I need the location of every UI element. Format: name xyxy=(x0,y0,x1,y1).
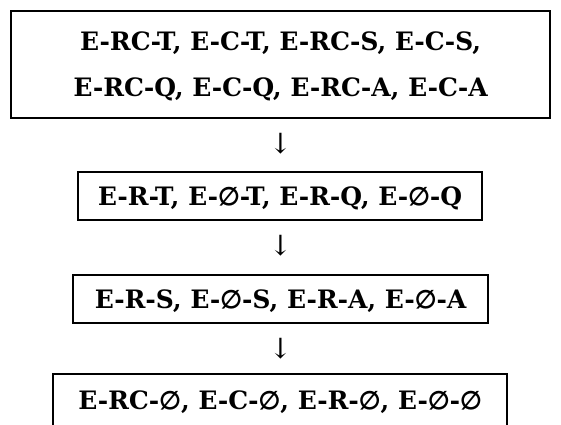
stage-1-line-2: E-RC-Q, E-C-Q, E-RC-A, E-C-A xyxy=(73,72,488,102)
down-arrow-icon: ↓ xyxy=(268,229,293,262)
stage-3-line-1: E-R-S, E-∅-S, E-R-A, E-∅-A xyxy=(94,284,467,314)
stage-box-2: E-R-T, E-∅-T, E-R-Q, E-∅-Q xyxy=(77,171,483,221)
stage-2-line-1: E-R-T, E-∅-T, E-R-Q, E-∅-Q xyxy=(97,181,463,211)
stage-box-3: E-R-S, E-∅-S, E-R-A, E-∅-A xyxy=(72,274,489,324)
stage-box-4: E-RC-∅, E-C-∅, E-R-∅, E-∅-∅ xyxy=(52,373,508,425)
stage-box-1: E-RC-T, E-C-T, E-RC-S, E-C-S, E-RC-Q, E-… xyxy=(10,10,551,119)
stage-1-line-1: E-RC-T, E-C-T, E-RC-S, E-C-S, xyxy=(80,26,481,56)
down-arrow-icon: ↓ xyxy=(268,127,293,160)
down-arrow-icon: ↓ xyxy=(268,332,293,365)
stage-4-line-1: E-RC-∅, E-C-∅, E-R-∅, E-∅-∅ xyxy=(78,385,482,415)
